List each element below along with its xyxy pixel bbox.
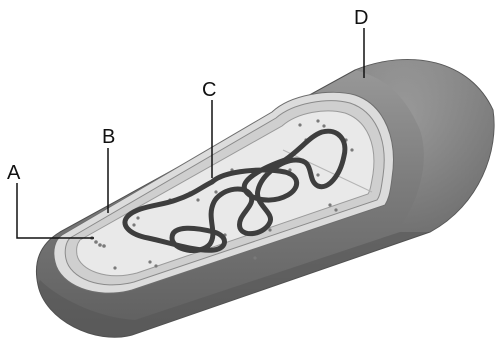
ribosome-dot	[132, 223, 135, 226]
ribosome-dot	[334, 208, 337, 211]
ribosome-dot	[328, 203, 331, 206]
ribosome-dot	[322, 124, 325, 127]
ribosome-dot	[196, 198, 199, 201]
ribosome-dot	[316, 119, 319, 122]
ribosome-dot	[298, 123, 301, 126]
ribosome-dot	[148, 260, 151, 263]
ribosome-dot	[214, 190, 217, 193]
ribosome-dot	[350, 148, 353, 151]
ribosome-dot	[102, 244, 106, 248]
ribosome-dot	[136, 216, 139, 219]
ribosome-dot	[98, 243, 102, 247]
label-a: A	[7, 162, 21, 184]
ribosome-dot	[154, 264, 157, 267]
ribosome-dot	[113, 266, 116, 269]
ribosome-dot	[316, 173, 319, 176]
label-c: C	[202, 79, 216, 101]
ribosome-dot	[268, 228, 271, 231]
label-d: D	[354, 7, 368, 29]
ribosome-dot	[253, 256, 256, 259]
label-b: B	[102, 126, 115, 148]
ribosome-dot	[94, 240, 98, 244]
